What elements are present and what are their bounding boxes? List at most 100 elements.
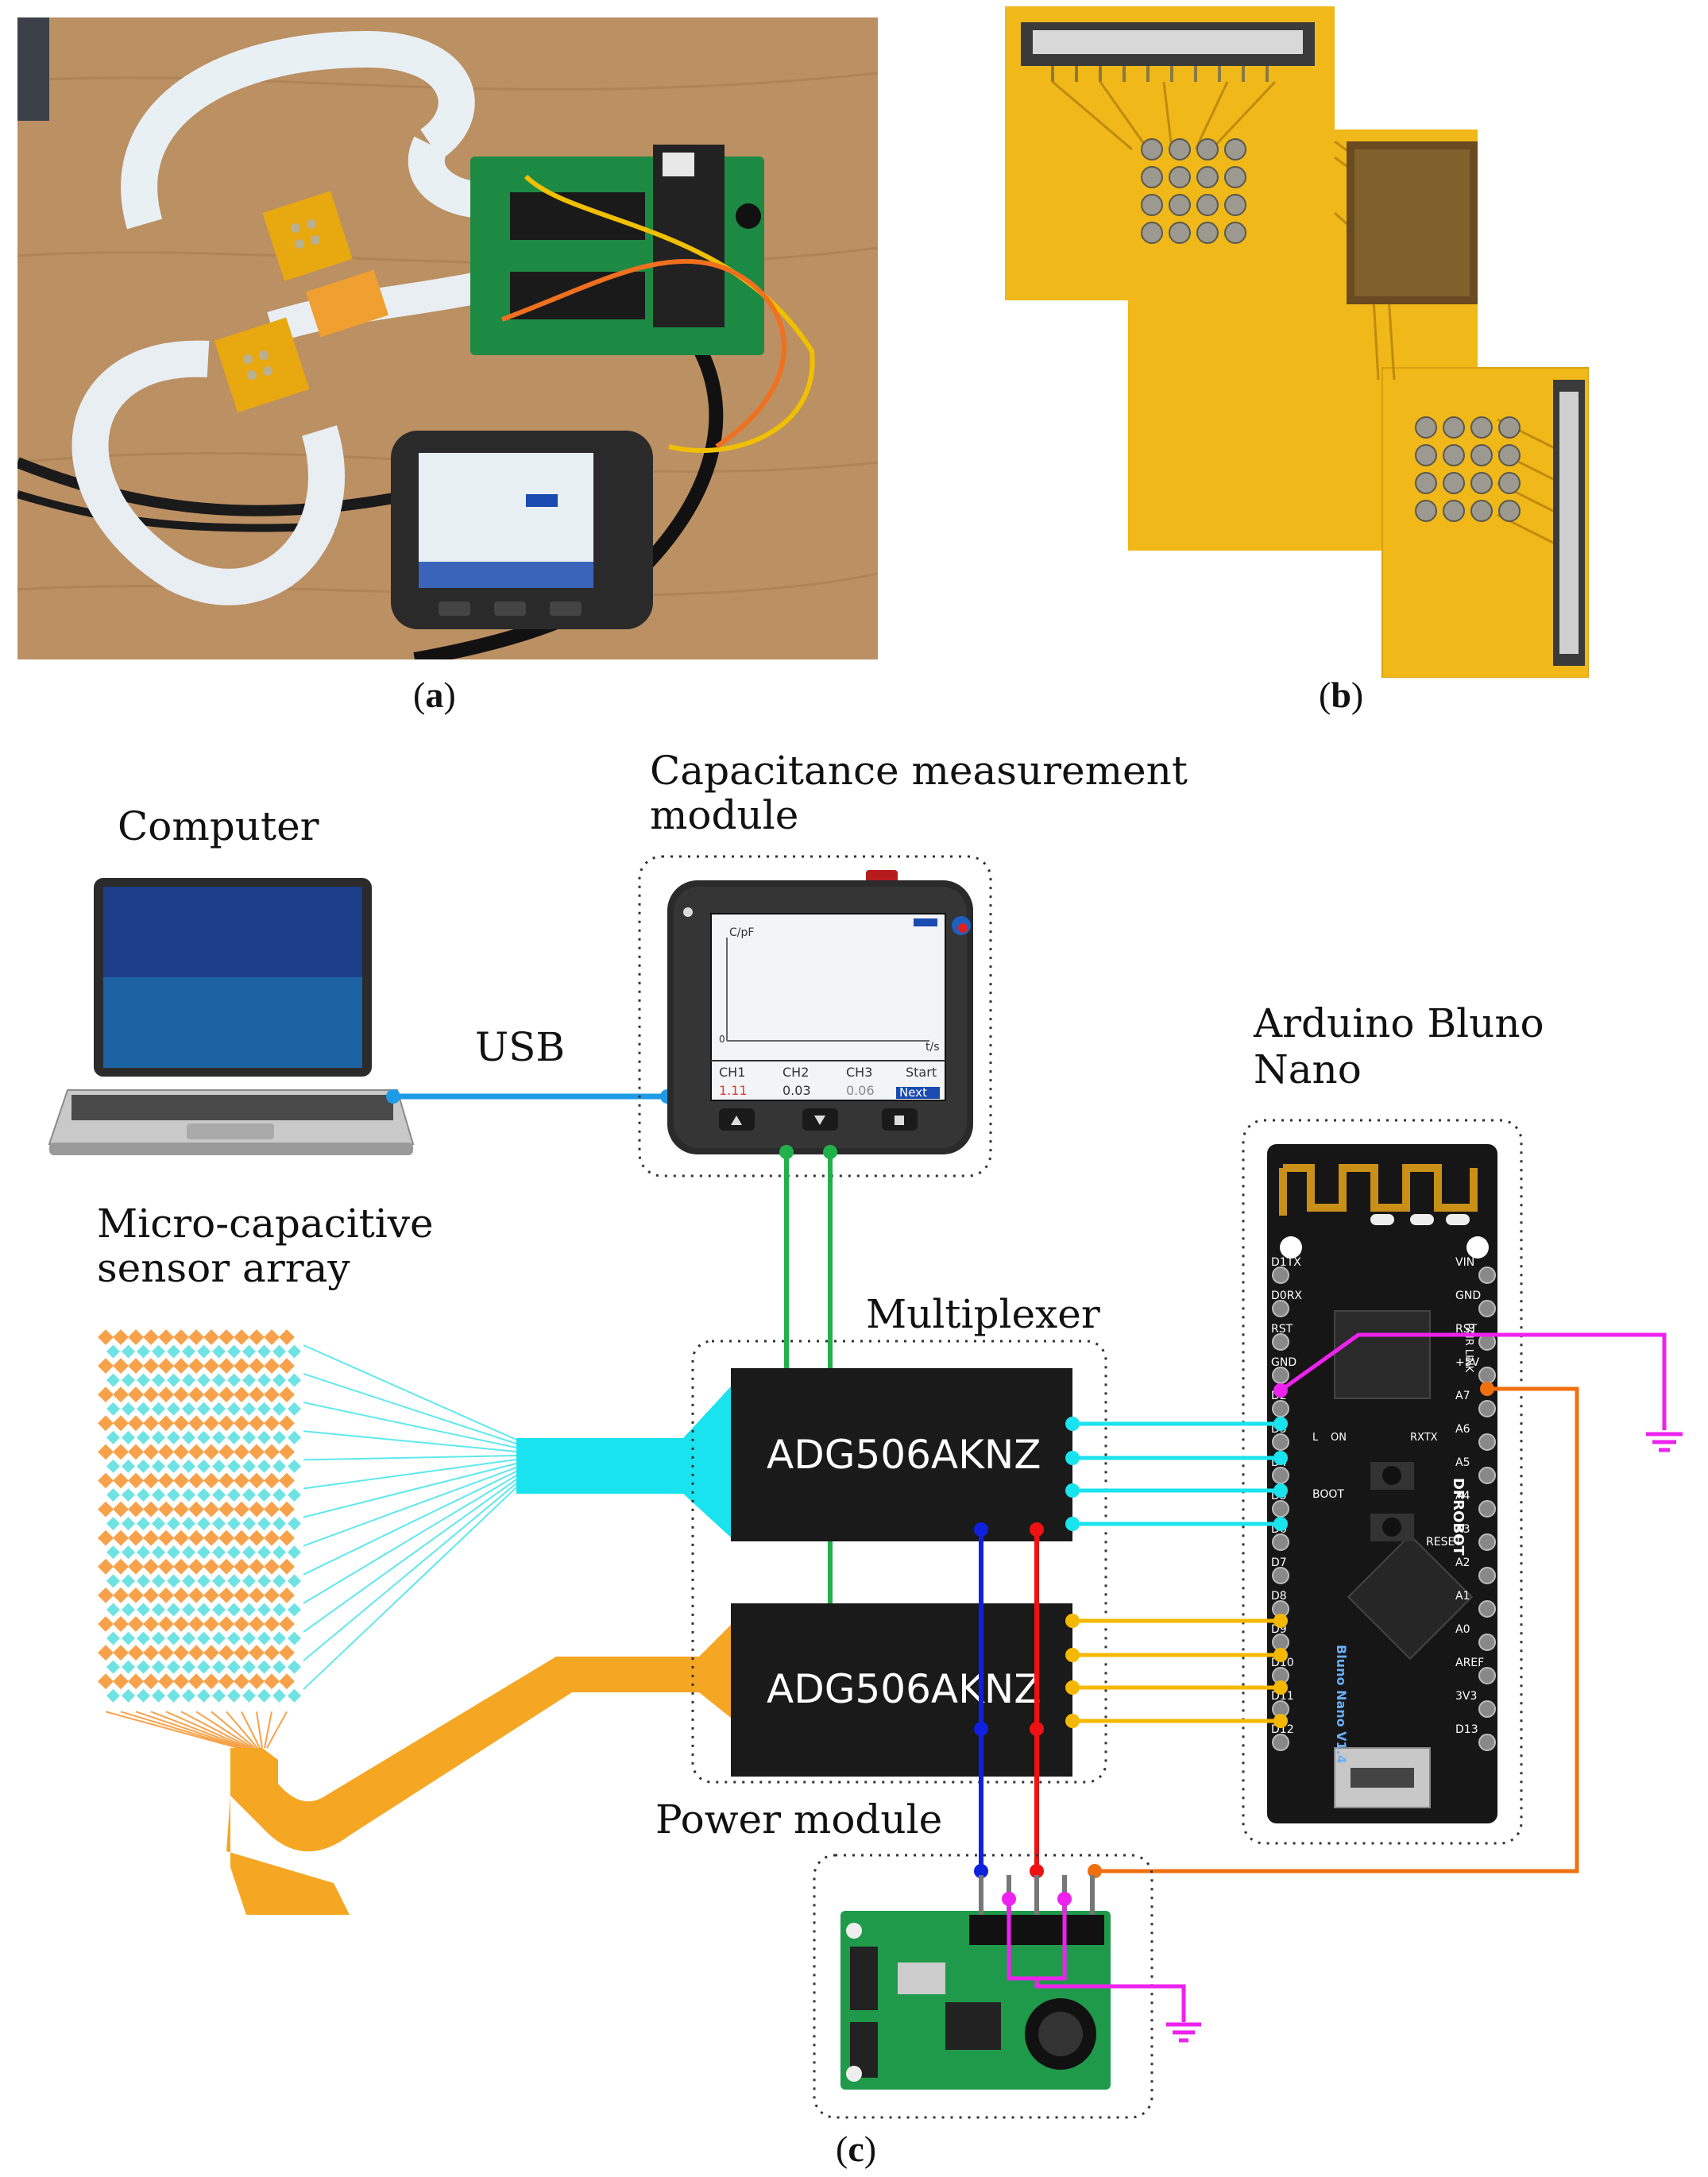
sensor-pad — [128, 1587, 144, 1603]
arduino-pin-gnd — [1272, 1367, 1289, 1384]
sensor-pad — [279, 1501, 295, 1518]
sensor-pad — [143, 1444, 159, 1460]
sensor-pad — [173, 1673, 189, 1690]
arduino-pin-d2 — [1272, 1400, 1289, 1417]
sensor-pad — [113, 1386, 129, 1403]
sensor-pad — [182, 1545, 195, 1560]
sensor-pad — [249, 1444, 265, 1460]
sensor-pad — [197, 1574, 211, 1588]
sensor-pad — [279, 1529, 295, 1546]
arduino-pin-a2 — [1478, 1567, 1496, 1584]
sensor-pad — [137, 1660, 150, 1674]
sensor-pad — [234, 1472, 249, 1489]
sensor-pad — [152, 1402, 165, 1416]
usb-end-computer — [386, 1089, 400, 1104]
arduino-pin-a5 — [1478, 1467, 1496, 1484]
sensor-pad — [113, 1616, 129, 1632]
sensor-pad — [249, 1673, 265, 1690]
sensor-row-trace — [303, 1483, 517, 1661]
sensor-pad — [218, 1501, 234, 1518]
sensor-pad — [272, 1402, 286, 1416]
label-capacitance-line1: Capacitance measurement — [650, 748, 1188, 794]
sensor-pad — [106, 1402, 120, 1416]
sensor-pad — [218, 1673, 234, 1690]
sensor-pad — [128, 1415, 144, 1432]
sensor-pad — [257, 1430, 271, 1444]
sensor-pad — [212, 1688, 226, 1703]
cyan-wires — [1072, 1421, 1281, 1526]
sensor-pad — [279, 1386, 295, 1403]
sensor-pad — [106, 1517, 120, 1531]
sensor-pad — [167, 1517, 180, 1531]
sensor-pad — [227, 1631, 241, 1645]
photo-b-flexible-sensor-boards — [1005, 6, 1589, 678]
sensor-pad — [106, 1545, 120, 1560]
arduino-bluno-nano-board — [1267, 1144, 1497, 1823]
sensor-pad — [152, 1517, 165, 1531]
sensor-pad — [288, 1688, 301, 1703]
label-arduino-line1: Arduino Bluno — [1254, 1000, 1544, 1046]
sensor-pad — [128, 1529, 144, 1546]
sensor-pad — [128, 1673, 144, 1690]
sensor-pad — [249, 1501, 265, 1518]
arduino-pin-a3 — [1478, 1533, 1496, 1551]
sensor-pad — [227, 1373, 241, 1387]
screen-ch1: CH1 — [719, 1065, 745, 1080]
sensor-pad — [113, 1587, 129, 1603]
sensor-pad — [242, 1430, 256, 1444]
sensor-pad — [122, 1430, 135, 1444]
sensor-pad — [128, 1645, 144, 1661]
sensor-pad — [152, 1574, 165, 1588]
sensor-pad — [212, 1488, 226, 1502]
sensor-pad — [122, 1545, 135, 1560]
sensor-pad — [218, 1558, 234, 1575]
sensor-pad — [288, 1517, 301, 1531]
sensor-pad — [234, 1529, 249, 1546]
sensor-pad — [279, 1329, 295, 1345]
arduino-pair-link-label: PAIR LINK — [1463, 1323, 1474, 1373]
sensor-pad — [249, 1587, 265, 1603]
sensor-pad — [227, 1344, 241, 1359]
sensor-pad — [106, 1430, 120, 1444]
arduino-pin-d4 — [1272, 1467, 1289, 1484]
sensor-pad — [182, 1430, 195, 1444]
sensor-column-trace — [120, 1711, 242, 1749]
label-sensor-line2: sensor array — [97, 1245, 350, 1291]
sensor-pad — [264, 1329, 280, 1345]
arduino-on-label: ON — [1331, 1432, 1347, 1444]
sensor-pad — [122, 1459, 135, 1473]
sensor-pad — [257, 1603, 271, 1617]
sensor-row-trace — [303, 1463, 517, 1518]
sensor-pad — [182, 1373, 195, 1387]
sensor-pad — [113, 1645, 129, 1661]
sensor-pad — [203, 1673, 219, 1690]
arduino-pin-label: D7 — [1271, 1556, 1287, 1569]
sensor-pad — [173, 1472, 189, 1489]
sensor-pad — [227, 1459, 241, 1473]
sensor-row-trace — [303, 1402, 517, 1448]
arduino-pin-label: GND — [1271, 1356, 1296, 1369]
magenta-gnd-wire-arduino — [1279, 1332, 1667, 1430]
ground-symbol-arduino — [1646, 1432, 1683, 1452]
sensor-pad — [227, 1402, 241, 1416]
sensor-pad — [234, 1501, 249, 1518]
sensor-column-trace — [105, 1711, 239, 1749]
sensor-pad — [152, 1688, 165, 1703]
sensor-pad — [113, 1472, 129, 1489]
sensor-pad — [264, 1673, 280, 1690]
label-computer: Computer — [118, 803, 319, 849]
sensor-pad — [264, 1529, 280, 1546]
sensor-pad — [203, 1616, 219, 1632]
sensor-pad — [158, 1673, 174, 1690]
arduino-model: Bluno Nano V1.4 — [1334, 1645, 1349, 1764]
sensor-pad — [234, 1444, 249, 1460]
sensor-pad — [288, 1631, 301, 1645]
sensor-pad — [113, 1358, 129, 1374]
sensor-pad — [167, 1603, 180, 1617]
sensor-pad — [212, 1402, 226, 1416]
sensor-pad — [106, 1688, 120, 1703]
sensor-pad — [272, 1574, 286, 1588]
sensor-pad — [234, 1558, 249, 1575]
sensor-pad — [137, 1488, 150, 1502]
arduino-pin-a7 — [1478, 1400, 1496, 1417]
